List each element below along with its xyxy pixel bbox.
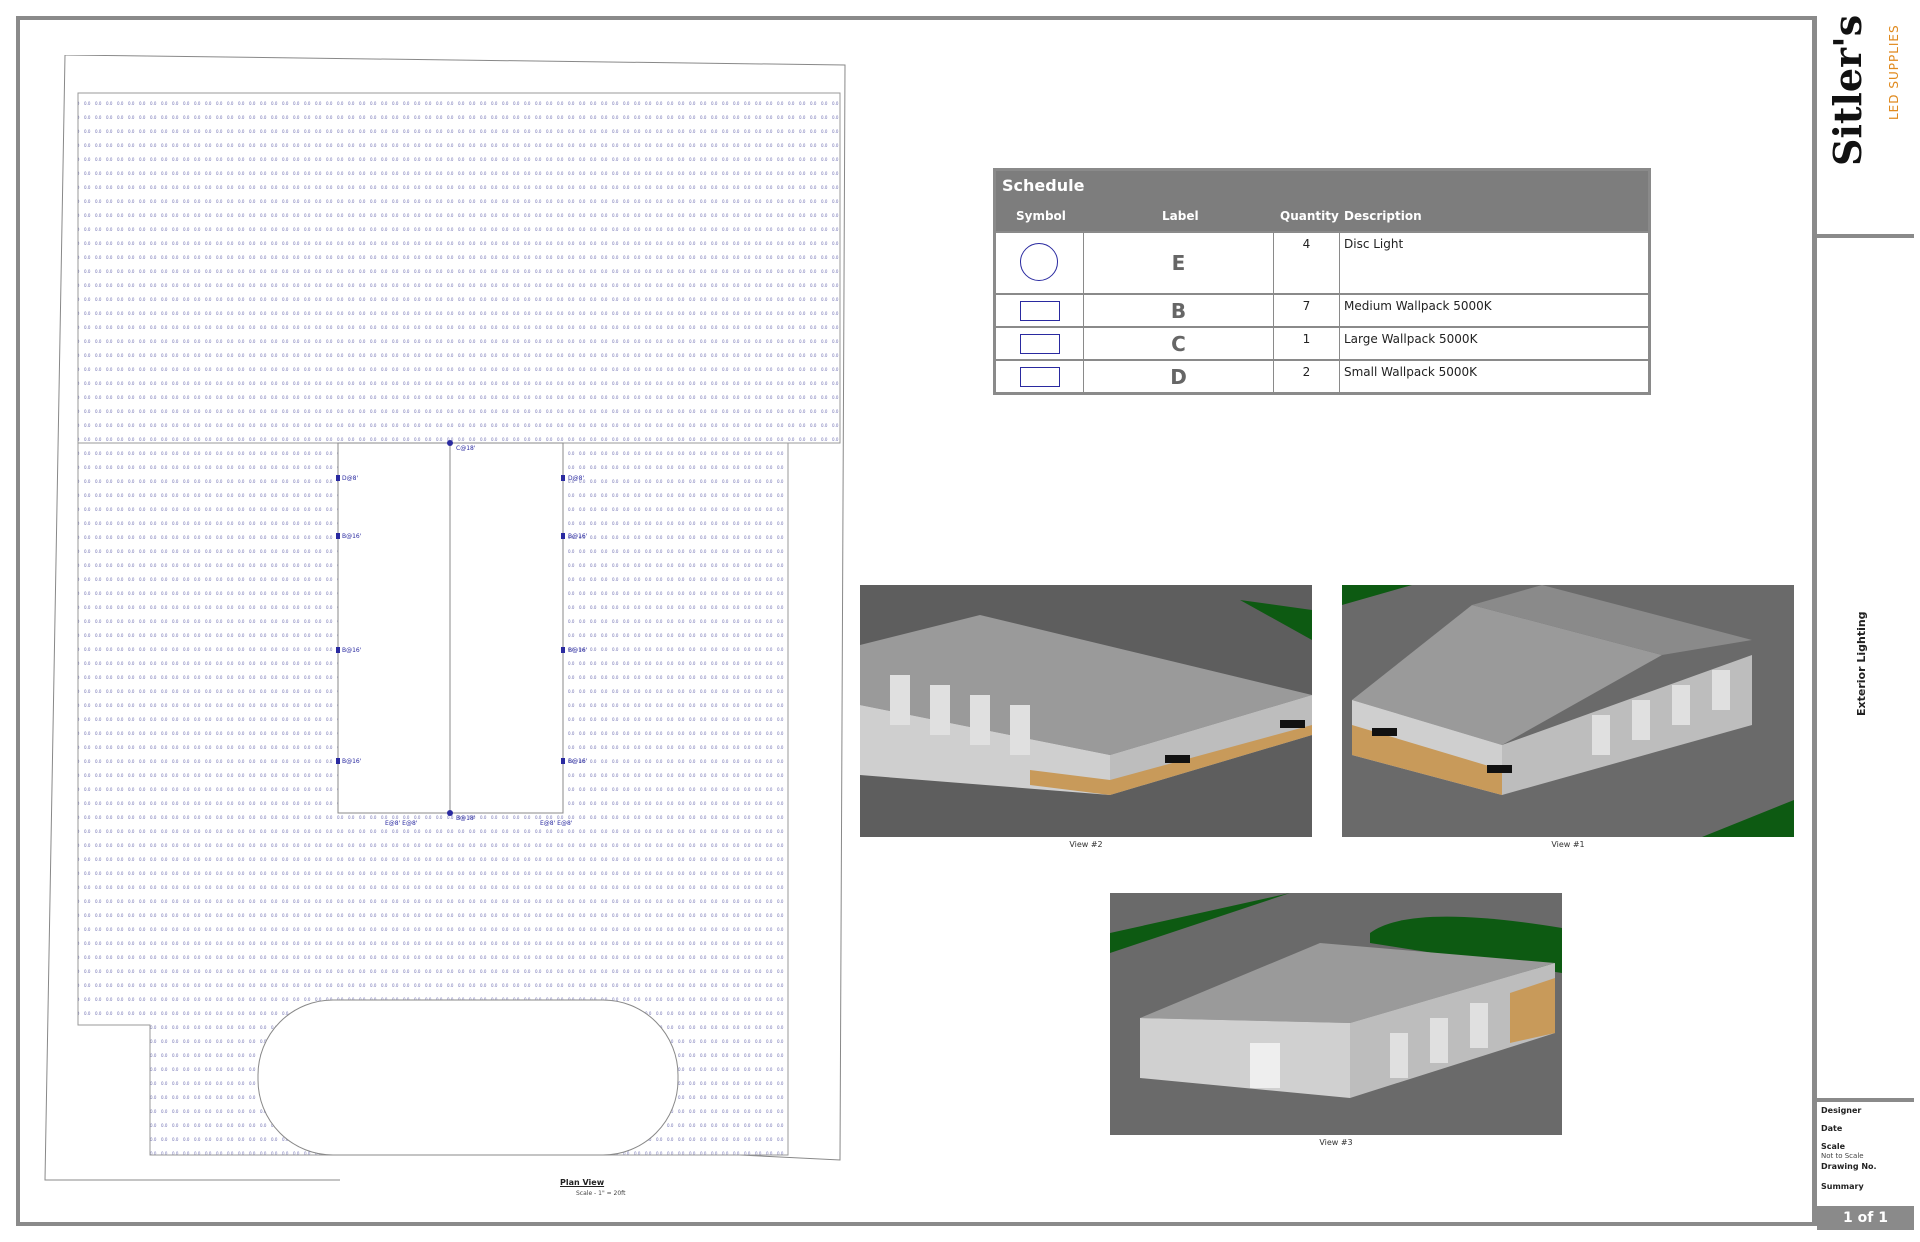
schedule-title: Schedule	[1002, 176, 1085, 195]
svg-text:B@18': B@18'	[456, 815, 476, 822]
sheet-number: 1 of 1	[1817, 1206, 1914, 1230]
rendering-view-2	[860, 585, 1312, 837]
company-logo-subtitle: LED SUPPLIES	[1887, 24, 1901, 120]
plan-view-drawing: 0.0 C@18' D@8' B@16' B@16' B@16' D@8' B@…	[44, 54, 846, 1181]
drawing-info-box: Designer Date Scale Not to Scale Drawing…	[1817, 1098, 1914, 1230]
column-header-quantity: Quantity	[1280, 209, 1339, 223]
svg-text:B@16': B@16'	[568, 533, 588, 540]
description-cell: Small Wallpack 5000K	[1344, 365, 1478, 379]
symbol-cell	[996, 328, 1084, 359]
description-cell: Large Wallpack 5000K	[1344, 332, 1478, 346]
wallpack-symbol-icon	[1020, 367, 1060, 387]
summary-label: Summary	[1821, 1182, 1864, 1191]
symbol-cell	[996, 295, 1084, 326]
table-row: B 7 Medium Wallpack 5000K	[996, 293, 1648, 326]
title-block: Sitler's LED SUPPLIES Exterior Lighting …	[1812, 14, 1914, 1230]
svg-text:D@8': D@8'	[568, 475, 584, 482]
svg-text:E@8' E@8': E@8' E@8'	[385, 820, 418, 827]
column-header-label: Label	[1162, 209, 1199, 223]
table-row: C 1 Large Wallpack 5000K	[996, 326, 1648, 359]
svg-text:B@16': B@16'	[342, 647, 362, 654]
drawing-number-label: Drawing No.	[1821, 1162, 1877, 1171]
description-cell: Disc Light	[1344, 237, 1404, 251]
rendering-view-1	[1342, 585, 1794, 837]
view-1-image	[1342, 585, 1794, 837]
view-1-caption: View #1	[1551, 840, 1585, 849]
plan-view-caption: Plan View	[560, 1178, 605, 1187]
symbol-cell	[996, 233, 1084, 293]
wallpack-symbol-icon	[1020, 334, 1060, 354]
scale-value: Not to Scale	[1821, 1152, 1864, 1160]
label-cell: B	[1084, 295, 1274, 326]
company-logo: Sitler's	[1825, 14, 1870, 166]
wallpack-symbol-icon	[1020, 301, 1060, 321]
label-cell: E	[1084, 233, 1274, 293]
svg-text:B@16': B@16'	[568, 758, 588, 765]
description-cell: Medium Wallpack 5000K	[1344, 299, 1492, 313]
view-3-image	[1110, 893, 1562, 1135]
date-label: Date	[1821, 1124, 1843, 1133]
table-row: E 4 Disc Light	[996, 231, 1648, 293]
symbol-cell	[996, 361, 1084, 392]
svg-text:B@16': B@16'	[342, 758, 362, 765]
view-3-caption: View #3	[1319, 1138, 1353, 1147]
logo-box: Sitler's LED SUPPLIES	[1817, 14, 1914, 238]
luminaire-schedule-table: Schedule Symbol Label Quantity Descripti…	[993, 168, 1651, 395]
svg-text:B@16': B@16'	[568, 647, 588, 654]
project-title: Exterior Lighting	[1855, 611, 1868, 716]
scale-label: Scale	[1821, 1142, 1846, 1151]
column-header-symbol: Symbol	[1016, 209, 1066, 223]
schedule-header: Schedule Symbol Label Quantity Descripti…	[996, 171, 1648, 231]
rendering-view-3	[1110, 893, 1562, 1135]
svg-text:C@18': C@18'	[456, 445, 476, 452]
svg-text:D@8': D@8'	[342, 475, 358, 482]
view-2-caption: View #2	[1069, 840, 1103, 849]
quantity-cell: 7	[1274, 295, 1340, 326]
svg-text:B@16': B@16'	[342, 533, 362, 540]
quantity-cell: 4	[1274, 233, 1340, 293]
table-row: D 2 Small Wallpack 5000K	[996, 359, 1648, 392]
svg-text:E@8' E@8': E@8' E@8'	[540, 820, 573, 827]
plan-view-scale: Scale - 1" = 20ft	[576, 1190, 626, 1197]
view-2-image	[860, 585, 1312, 837]
quantity-cell: 2	[1274, 361, 1340, 392]
label-cell: C	[1084, 328, 1274, 359]
disc-light-symbol-icon	[1020, 243, 1058, 281]
plan-view: 0.0 C@18' D@8' B@16' B@16' B@16' D@8' B@…	[40, 54, 850, 1185]
designer-label: Designer	[1821, 1106, 1862, 1115]
column-header-description: Description	[1344, 209, 1422, 223]
label-cell: D	[1084, 361, 1274, 392]
quantity-cell: 1	[1274, 328, 1340, 359]
